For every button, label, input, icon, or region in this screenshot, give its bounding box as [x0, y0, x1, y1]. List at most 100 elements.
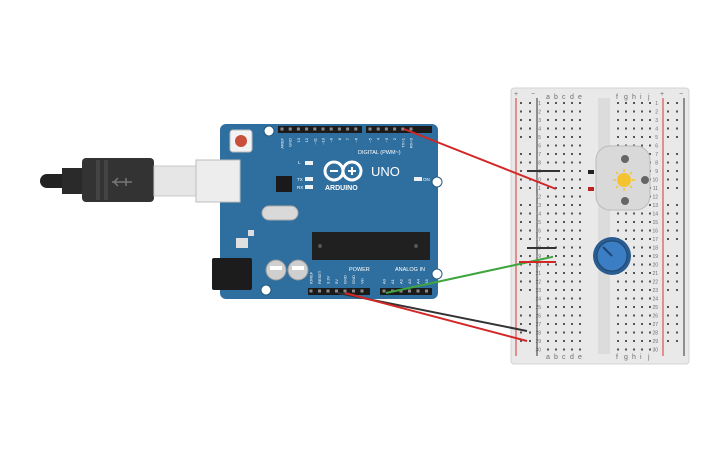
breadboard-hole	[579, 255, 581, 257]
column-label: f	[616, 94, 618, 101]
breadboard-hole	[641, 272, 643, 274]
breadboard-hole	[649, 144, 651, 147]
pin-label: ~11	[312, 137, 317, 144]
breadboard-hole	[547, 289, 549, 291]
pin-label: ~6	[353, 137, 358, 142]
rail-hole	[529, 187, 531, 189]
breadboard-hole	[649, 119, 651, 121]
row-label: 29	[535, 339, 541, 345]
breadboard-hole	[547, 195, 549, 198]
breadboard-hole	[563, 221, 565, 223]
column-label: e	[578, 94, 582, 101]
breadboard-hole	[555, 238, 557, 240]
breadboard-hole	[633, 136, 635, 138]
breadboard-hole	[617, 323, 619, 325]
row-label: 25	[535, 305, 541, 311]
column-label: h	[632, 354, 636, 361]
pin-label: 13	[296, 137, 301, 142]
breadboard-hole	[579, 127, 581, 130]
pin-label: Vin	[360, 278, 365, 284]
rail-hole	[529, 340, 531, 342]
analog-header	[380, 288, 432, 295]
breadboard-hole	[641, 323, 643, 325]
analog-header-label: ANALOG IN	[395, 267, 425, 273]
breadboard-hole	[633, 221, 635, 223]
breadboard-hole	[633, 323, 635, 325]
row-label: 12	[652, 195, 658, 201]
header-pin	[360, 289, 364, 293]
breadboard-hole	[547, 238, 549, 240]
breadboard-hole	[633, 314, 635, 317]
column-label: g	[624, 94, 628, 101]
breadboard-hole	[571, 161, 573, 164]
column-label: i	[640, 354, 642, 361]
digital-header-label: DIGITAL (PWM~)	[358, 150, 401, 156]
breadboard-hole	[563, 195, 565, 198]
rail-minus-label-right: −	[679, 91, 683, 98]
breadboard-hole	[547, 178, 549, 181]
breadboard-hole	[571, 187, 573, 189]
breadboard-hole	[625, 331, 627, 334]
breadboard-hole	[617, 212, 619, 215]
row-label: 15	[535, 220, 541, 226]
breadboard-hole	[641, 127, 643, 130]
breadboard-hole	[633, 127, 635, 130]
rail-hole	[667, 119, 669, 121]
potentiometer-knob-icon[interactable]	[593, 237, 631, 275]
row-label: 6	[655, 144, 658, 150]
pin-label: A2	[399, 278, 404, 284]
usb-cable-icon	[40, 158, 199, 202]
breadboard-hole	[547, 110, 549, 113]
breadboard-hole	[633, 229, 635, 232]
rail-hole	[529, 272, 531, 274]
breadboard-hole	[571, 102, 573, 104]
rail-plus-label-right: +	[660, 91, 664, 98]
rail-hole	[529, 331, 531, 334]
breadboard-hole	[571, 314, 573, 317]
row-label: 14	[535, 212, 541, 218]
rail-hole	[667, 204, 669, 206]
rail-hole	[676, 170, 678, 172]
breadboard-hole	[563, 340, 565, 342]
rail-hole	[676, 229, 678, 232]
breadboard-hole	[625, 127, 627, 130]
breadboard-hole	[649, 280, 651, 283]
row-label: 27	[652, 322, 658, 328]
rail-hole	[667, 178, 669, 181]
breadboard-hole	[547, 272, 549, 274]
breadboard-hole	[547, 187, 549, 189]
lamp-sun-icon[interactable]	[588, 145, 651, 211]
breadboard-hole	[563, 187, 565, 189]
breadboard-hole	[579, 331, 581, 334]
breadboard-hole	[555, 144, 557, 147]
breadboard-hole	[579, 212, 581, 215]
breadboard-hole	[547, 127, 549, 130]
breadboard-hole	[617, 127, 619, 130]
breadboard-hole	[563, 161, 565, 164]
header-pin	[393, 127, 397, 131]
row-label: 19	[535, 254, 541, 260]
row-label: 8	[655, 161, 658, 167]
breadboard-hole	[579, 153, 581, 155]
breadboard-hole	[649, 229, 651, 232]
breadboard-hole	[625, 272, 627, 274]
row-label: 11	[536, 186, 541, 192]
pin-label: GND	[343, 275, 348, 284]
breadboard-hole	[547, 348, 549, 351]
pin-label: RX<0	[409, 137, 414, 148]
row-label: 16	[535, 229, 541, 235]
rail-hole	[520, 238, 522, 240]
rail-hole	[520, 110, 522, 113]
breadboard-hole	[563, 127, 565, 130]
rail-hole	[676, 136, 678, 138]
breadboard-hole	[641, 229, 643, 232]
rail-hole	[520, 161, 522, 164]
row-label: 6	[538, 144, 541, 150]
header-pin	[382, 289, 386, 293]
rail-hole	[529, 127, 531, 130]
row-label: 3	[538, 118, 541, 124]
rail-hole	[667, 136, 669, 138]
breadboard-hole	[649, 323, 651, 325]
